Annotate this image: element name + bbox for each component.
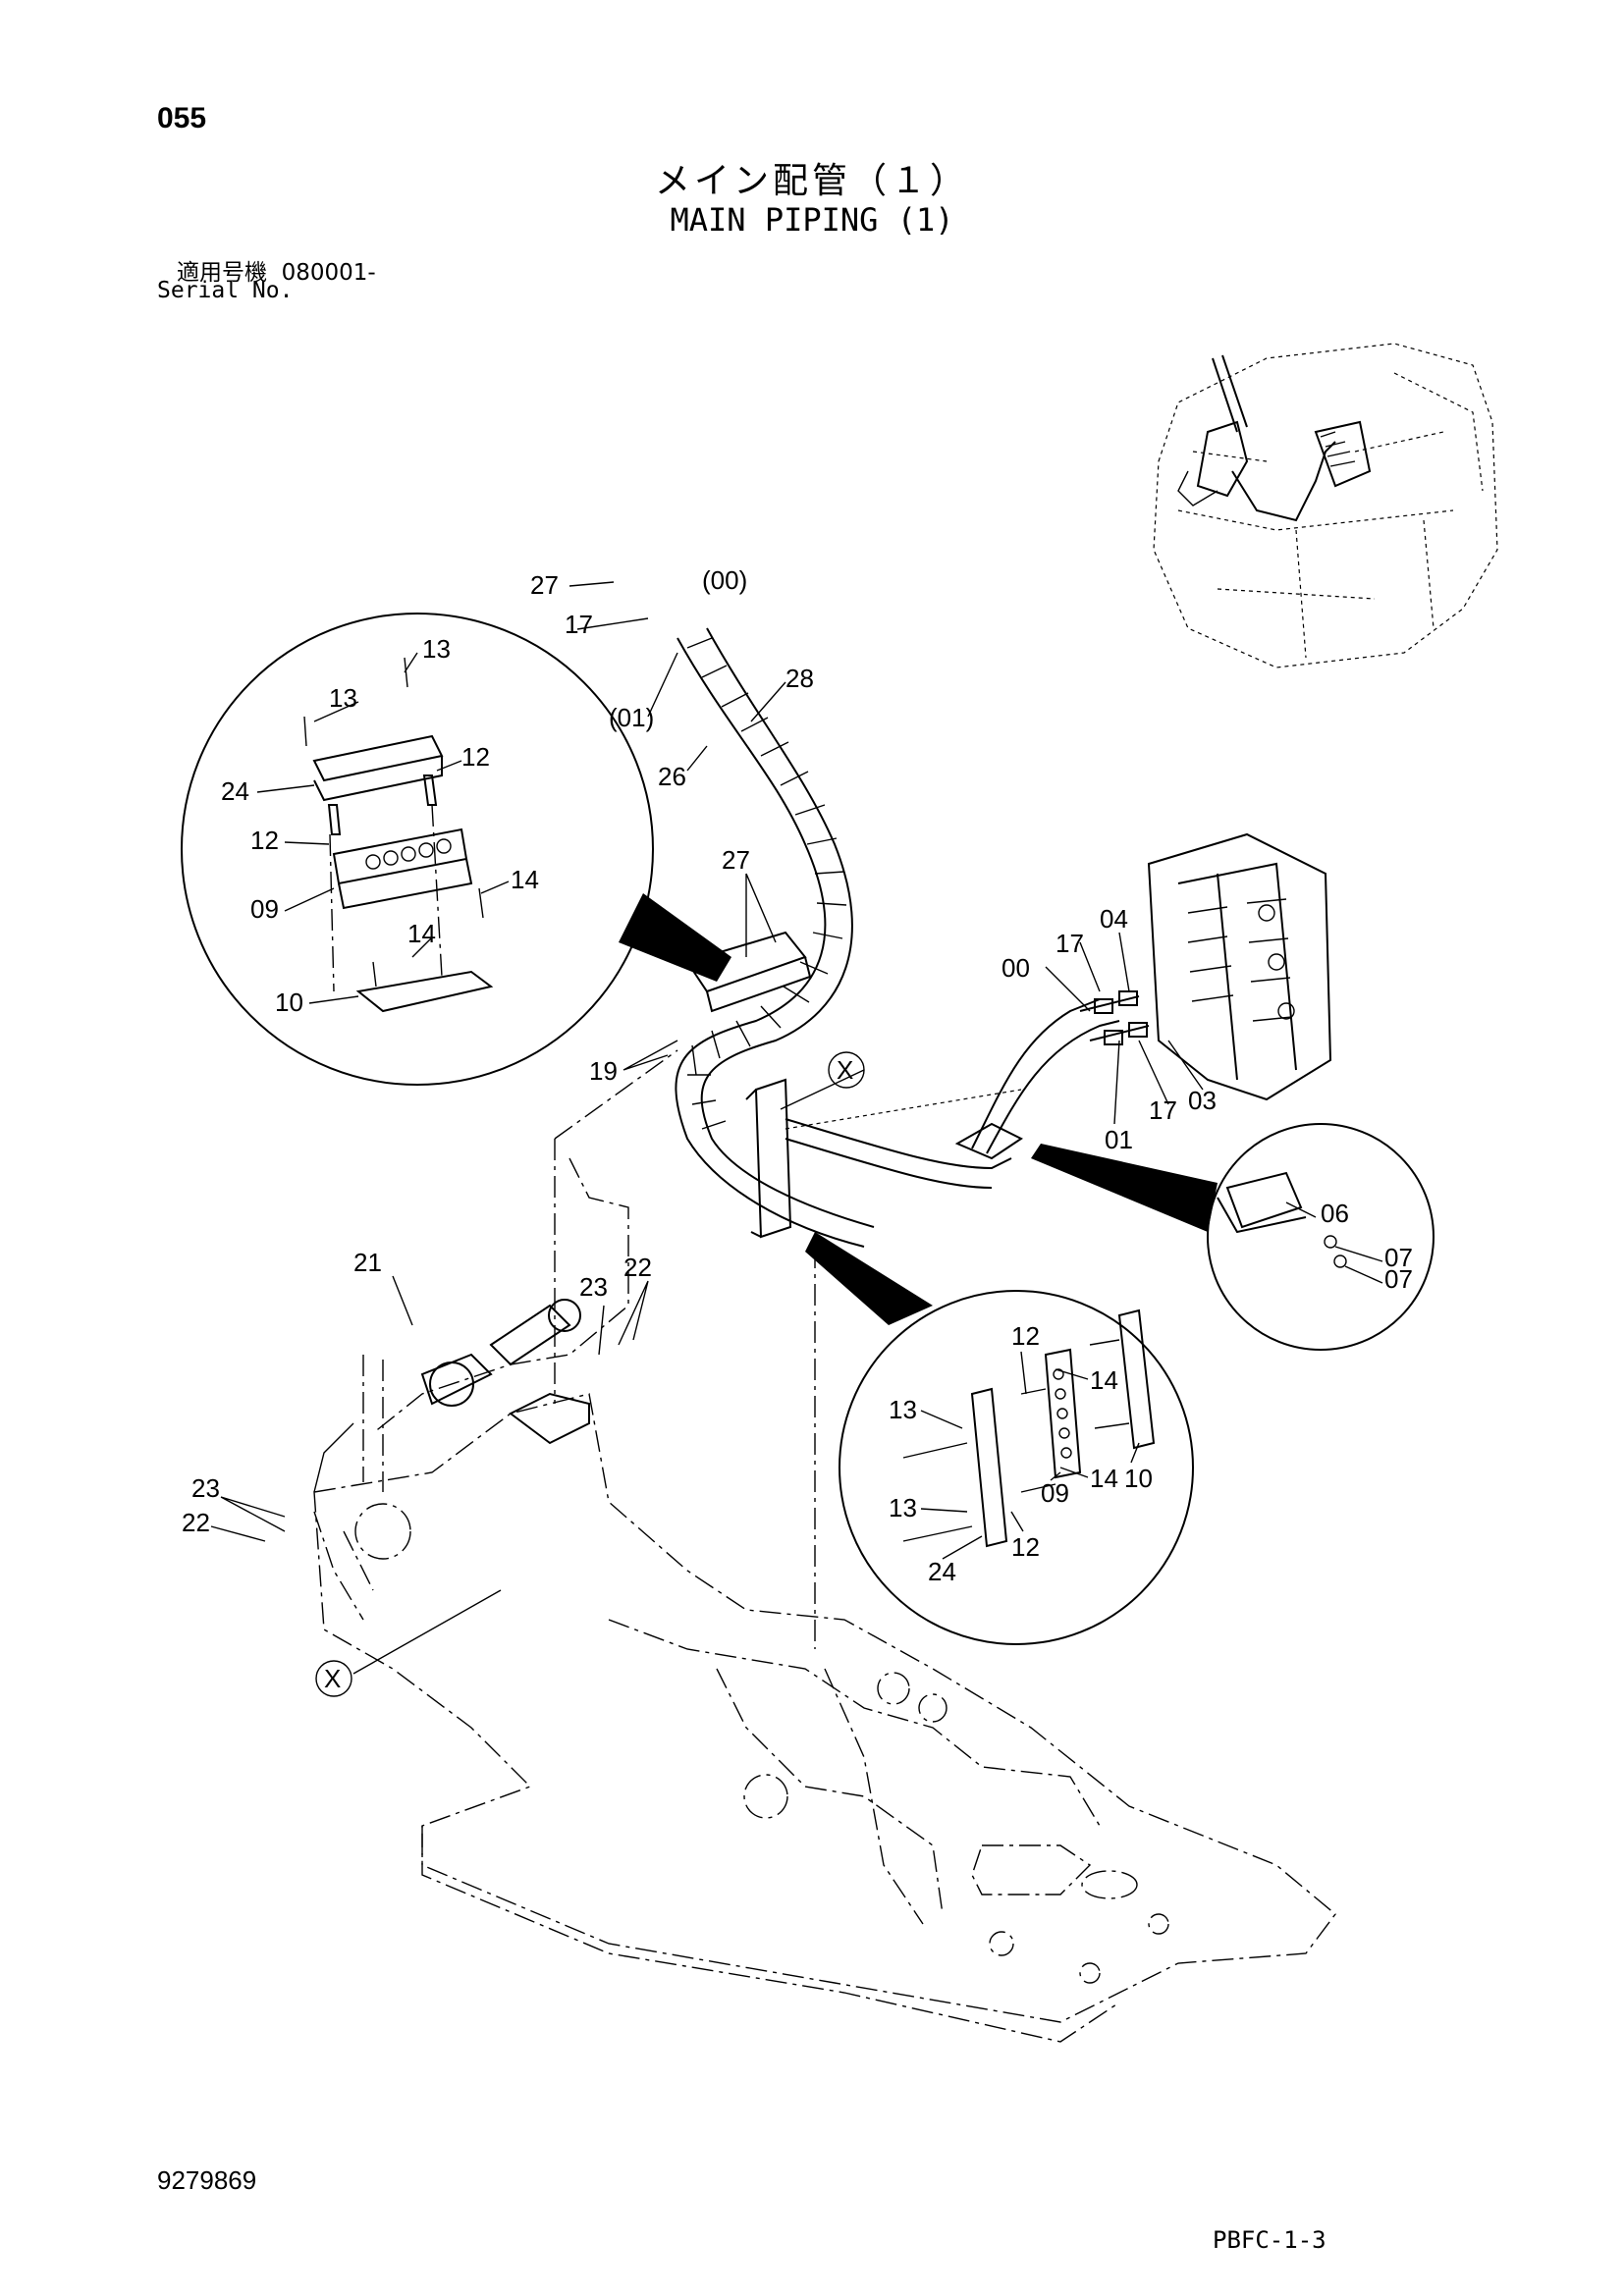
serial-line-japanese: 適用号機 080001- [177,253,376,287]
detail-left-09: 09 [250,894,279,924]
hose-clamp [685,931,812,1013]
detail-bottom-14-a: 14 [1090,1365,1118,1395]
pipe-run [785,998,1120,1189]
detail-bottom-24: 24 [928,1557,956,1586]
callout-17-top: 17 [565,610,593,639]
detail-circle-right [1207,1123,1435,1351]
page-code: PBFC-1-3 [1213,2226,1326,2254]
detail-bottom-12-a: 12 [1011,1321,1040,1351]
callout-22-top: 22 [623,1253,652,1282]
callout-21: 21 [353,1248,382,1277]
callout-01-valve: 01 [1105,1125,1133,1154]
detail-right-parts [1217,1171,1347,1268]
page-number: 055 [157,102,207,134]
detail-bottom-13-b: 13 [889,1493,917,1522]
detail-left-24: 24 [221,776,249,806]
detail-wedge-right [1031,1144,1218,1232]
callout-labels: 27 (00) 17 (01) 28 26 27 19 X X 00 17 04… [182,565,1413,1697]
detail-bottom-parts [902,1308,1156,1548]
detail-left-10: 10 [275,988,303,1017]
detail-wedge-bottom [805,1232,933,1325]
serial-value: 080001- [281,260,376,286]
callout-leaders [210,581,1383,1675]
callout-22-left: 22 [182,1508,210,1537]
callout-23-left: 23 [191,1473,220,1503]
callout-x-upper: X [837,1055,853,1085]
callout-00-valve: 00 [1001,953,1030,983]
detail-left-12-b: 12 [250,826,279,855]
callout-01-paren: (01) [609,703,654,732]
detail-right-06: 06 [1321,1199,1349,1228]
callout-19: 19 [589,1056,618,1086]
detail-wedge-left [619,893,731,982]
callout-17-valve-bottom: 17 [1149,1095,1177,1125]
detail-circle-bottom [839,1290,1194,1645]
detail-left-13-b: 13 [329,683,357,713]
detail-right-07-a: 07 [1384,1243,1413,1272]
machine-overview-thumbnail [1153,343,1498,668]
callout-23-top: 23 [579,1272,608,1302]
serial-label-english: Serial No. [157,278,294,303]
hose-bundle [675,627,875,1248]
callout-28: 28 [785,664,814,693]
callout-00-paren: (00) [702,565,747,595]
callout-x-lower-circle [315,1660,352,1697]
detail-right-07-b: 07 [1384,1264,1413,1294]
title-japanese: メイン配管（１） [654,161,969,201]
main-frame [313,1157,1336,2043]
detail-circle-left [181,613,654,1086]
callout-x-lower: X [324,1664,341,1693]
detail-left-14-b: 14 [407,919,436,948]
serial-label-japanese: 適用号機 [177,260,267,286]
detail-left-12-a: 12 [461,742,490,772]
detail-left-13-a: 13 [422,634,451,664]
detail-bottom-12-b: 12 [1011,1532,1040,1562]
callout-26: 26 [658,762,686,791]
callout-27-mid: 27 [722,845,750,875]
callout-17-valve-top: 17 [1056,929,1084,958]
callout-03: 03 [1188,1086,1217,1115]
callout-04: 04 [1100,904,1128,934]
detail-bottom-10: 10 [1124,1464,1153,1493]
detail-bottom-13-a: 13 [889,1395,917,1424]
detail-left-14-a: 14 [511,865,539,894]
vertical-bracket [745,1078,792,1239]
control-valve [1079,832,1332,1101]
title-english: MAIN PIPING (1) [670,201,954,239]
detail-left-parts [303,657,494,1013]
callout-27-top: 27 [530,570,559,600]
document-number: 9279869 [157,2165,257,2195]
detail-bottom-09: 09 [1041,1478,1069,1508]
detail-bottom-14-b: 14 [1090,1464,1118,1493]
projection-lines [362,1049,816,1649]
